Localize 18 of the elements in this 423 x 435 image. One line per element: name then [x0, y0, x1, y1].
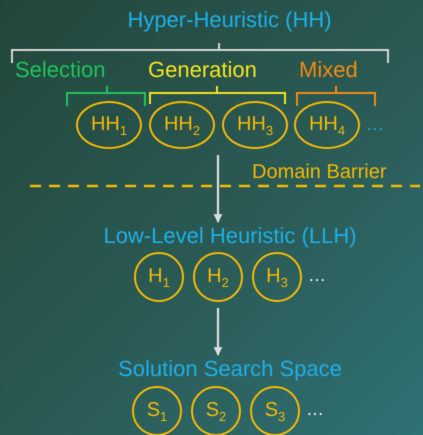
barrier-label: Domain Barrier: [252, 162, 386, 182]
category-label: Mixed: [299, 59, 358, 81]
section-heading: Solution Search Space: [60, 356, 400, 382]
heuristic-circle: S$_{2}$: [191, 386, 241, 435]
heuristic-circle: H$_{2}$: [193, 252, 243, 302]
heuristic-circle: HH$_{2}$: [149, 101, 215, 149]
ellipsis: …: [308, 266, 326, 284]
heuristic-circle: HH$_{1}$: [76, 101, 142, 149]
title: Hyper-Heuristic (HH): [126, 9, 333, 31]
section-heading: Low-Level Heuristic (LLH): [60, 223, 400, 249]
arrow: [214, 308, 222, 356]
category-label: Selection: [15, 59, 106, 81]
heuristic-circle: H$_{1}$: [134, 252, 184, 302]
ellipsis: …: [306, 400, 324, 418]
heuristic-circle: S$_{1}$: [132, 386, 182, 435]
ellipsis: …: [366, 115, 384, 133]
heuristic-circle: HH$_{3}$: [222, 101, 288, 149]
category-label: Generation: [148, 59, 257, 81]
